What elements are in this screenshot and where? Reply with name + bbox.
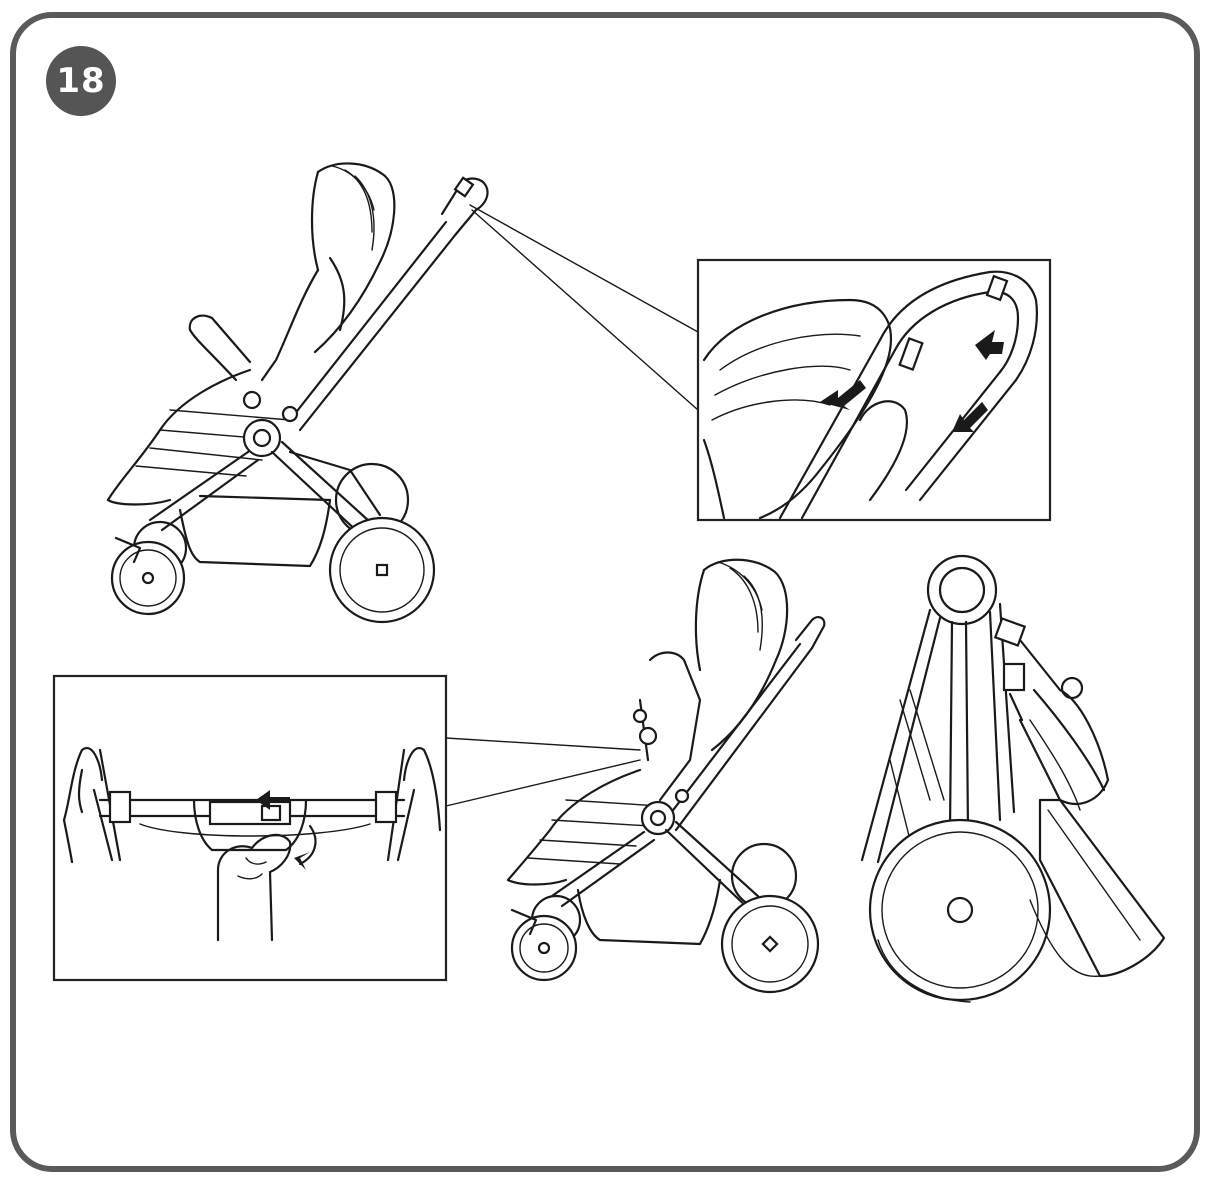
handle-detail-inset bbox=[696, 258, 1052, 522]
stroller-folded-illustration bbox=[860, 554, 1166, 1003]
zoom-line bbox=[469, 204, 699, 333]
slide-down-arrow bbox=[820, 380, 866, 410]
fold-up-arrow bbox=[975, 330, 1004, 360]
release-lever-detail-inset bbox=[52, 674, 448, 982]
stroller-open-illustration bbox=[106, 162, 489, 624]
step-number-badge: 18 bbox=[46, 46, 116, 116]
zoom-line bbox=[445, 737, 641, 751]
slide-down-arrow-right bbox=[952, 402, 988, 432]
push-left-arrow bbox=[256, 790, 290, 810]
zoom-line bbox=[471, 209, 699, 411]
zoom-line bbox=[445, 759, 641, 807]
stroller-folding-illustration bbox=[506, 558, 826, 994]
pull-down-arrow bbox=[298, 824, 317, 866]
